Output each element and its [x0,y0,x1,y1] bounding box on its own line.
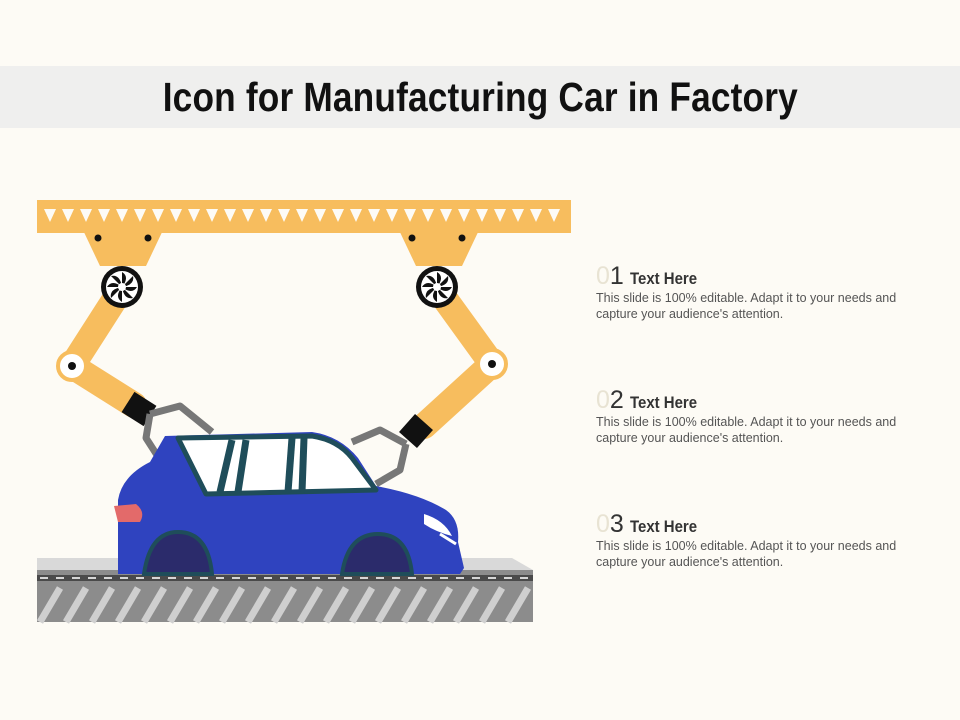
item-number-zero: 0 [596,262,610,290]
title-band: Icon for Manufacturing Car in Factory [0,66,960,128]
slide-title: Icon for Manufacturing Car in Factory [162,73,798,120]
item-number-zero: 0 [596,386,610,414]
item-description: This slide is 100% editable. Adapt it to… [596,291,897,321]
item-number-digit: 3 [609,510,624,538]
item-number-digit: 1 [609,262,624,290]
robot-arm-icon [59,228,215,468]
item-title: Text Here [629,517,697,536]
headlight-icon [424,514,452,536]
fan-joint-icon [416,266,508,380]
item-title: Text Here [629,269,697,288]
gantry-icon [37,200,571,233]
taillight-icon [114,504,143,522]
item-title: Text Here [629,393,697,412]
robot-arm-icon [350,228,505,488]
car-icon [114,432,464,576]
item-number-digit: 2 [609,386,624,414]
item-number-zero: 0 [596,510,610,538]
item-description: This slide is 100% editable. Adapt it to… [596,539,897,569]
fan-joint-icon [56,266,143,382]
item-description: This slide is 100% editable. Adapt it to… [596,415,897,445]
